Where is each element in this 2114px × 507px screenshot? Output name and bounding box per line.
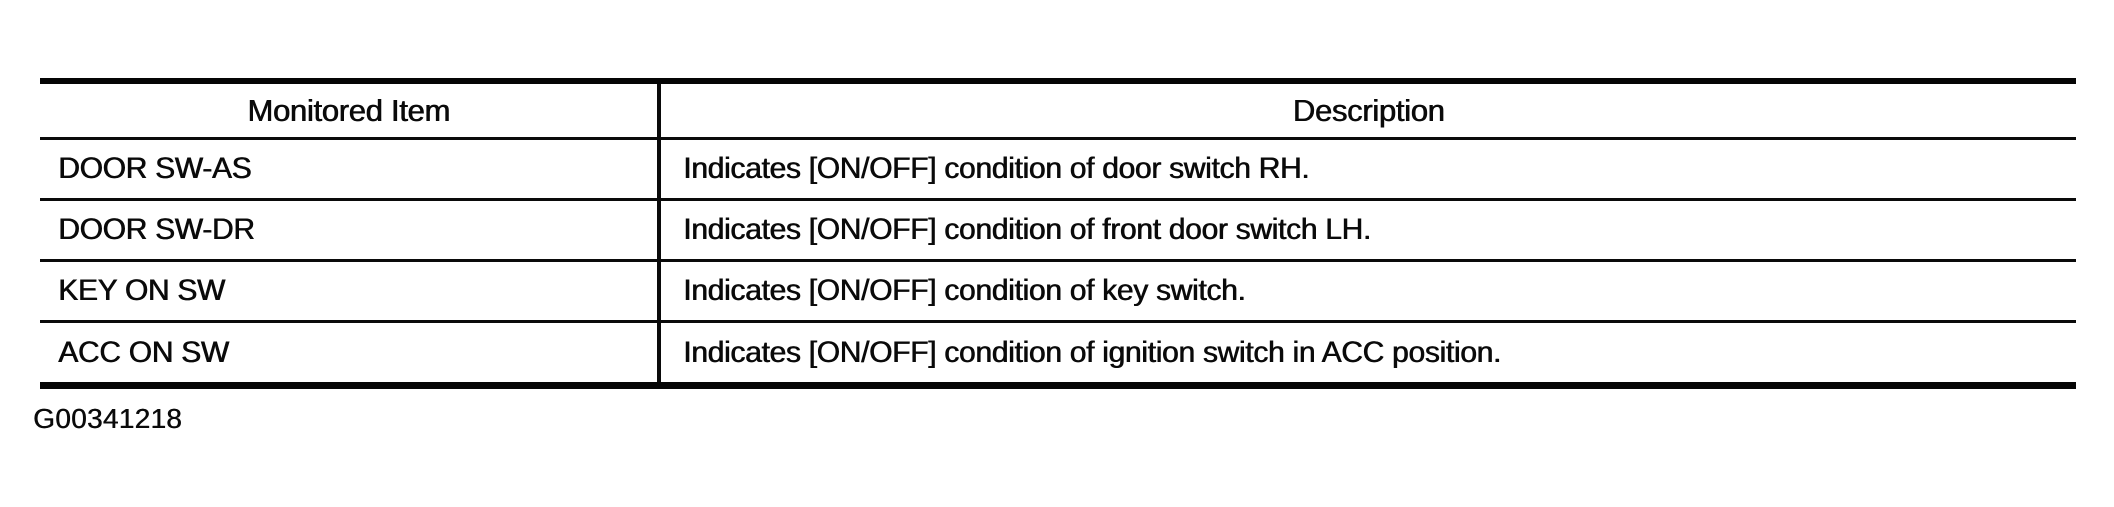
description-text: Indicates [ON/OFF] condition of ignition… bbox=[657, 323, 2076, 382]
monitored-item-label: ACC ON SW bbox=[58, 335, 229, 369]
description-text: Indicates [ON/OFF] condition of door swi… bbox=[657, 140, 2076, 198]
table-row-key-on-sw: KEY ON SW Indicates [ON/OFF] condition o… bbox=[40, 262, 2076, 323]
table-header-row: Monitored Item Description bbox=[40, 84, 2076, 140]
figure-id: G00341218 bbox=[33, 403, 183, 434]
monitored-items-table: Monitored Item Description DOOR SW-AS In… bbox=[40, 78, 2076, 389]
description-text: Indicates [ON/OFF] condition of front do… bbox=[657, 201, 2076, 259]
monitored-item-label: KEY ON SW bbox=[58, 274, 225, 307]
table-row-door-sw-as: DOOR SW-AS Indicates [ON/OFF] condition … bbox=[40, 140, 2076, 201]
table-row-acc-on-sw: ACC ON SW Indicates [ON/OFF] condition o… bbox=[40, 323, 2076, 382]
description-text: Indicates [ON/OFF] condition of key swit… bbox=[657, 262, 2076, 320]
monitored-item-label: DOOR SW-AS bbox=[58, 152, 252, 185]
monitored-item-label: DOOR SW-DR bbox=[58, 213, 255, 246]
column-header-description: Description bbox=[657, 84, 2076, 137]
table-row-door-sw-dr: DOOR SW-DR Indicates [ON/OFF] condition … bbox=[40, 201, 2076, 262]
column-header-monitored-item: Monitored Item bbox=[247, 92, 450, 128]
